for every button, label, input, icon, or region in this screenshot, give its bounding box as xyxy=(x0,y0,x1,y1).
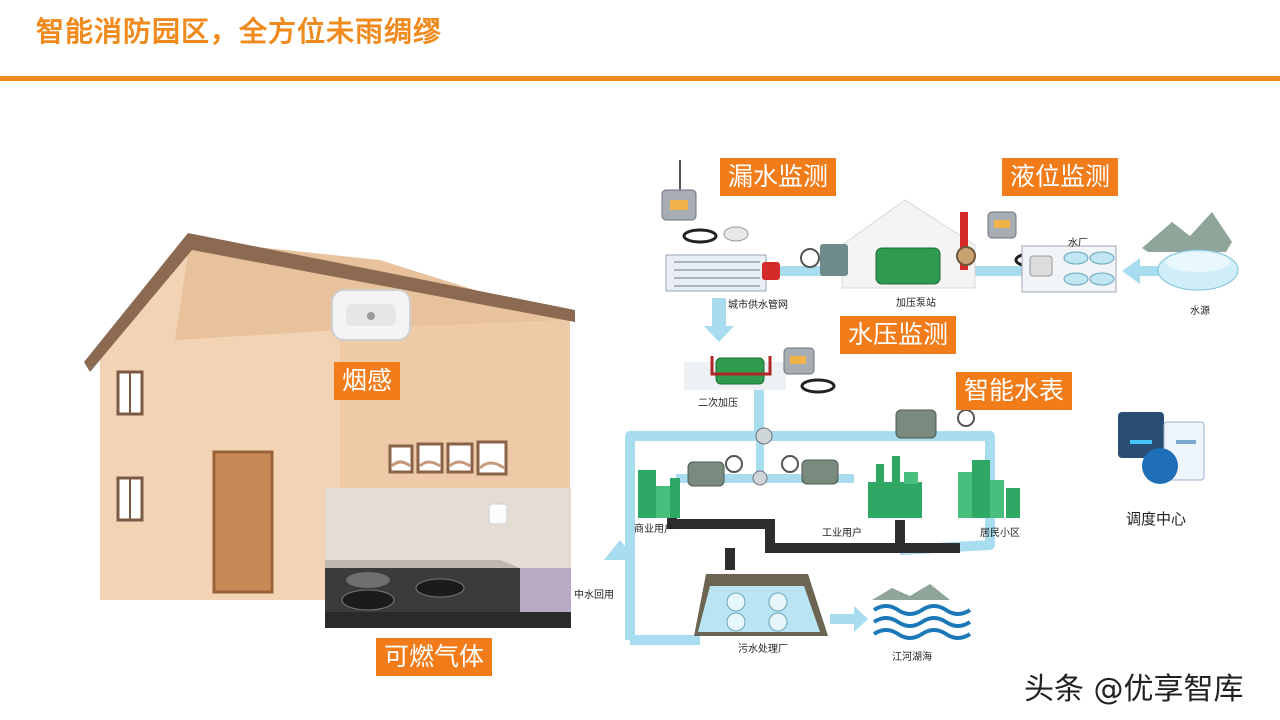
pressure-monitor-label: 水压监测 xyxy=(840,316,957,354)
dispatch-center-label: 调度中心 xyxy=(1126,510,1187,528)
house-illustration xyxy=(84,233,575,628)
sewage-treatment-plant xyxy=(694,574,828,636)
kitchen-photo xyxy=(325,488,571,628)
leak-monitor-label: 漏水监测 xyxy=(720,158,837,196)
secondary-pressure-unit xyxy=(684,347,836,394)
smart-water-meters xyxy=(687,409,975,487)
city-water-network xyxy=(665,254,780,292)
page-title: 智能消防园区，全方位未雨绸缪 xyxy=(36,15,443,48)
water-plant xyxy=(1021,245,1117,293)
rivers-label: 江河湖海 xyxy=(892,652,932,663)
sewage-plant-label: 污水处理厂 xyxy=(738,644,788,655)
reclaimed-water-label: 中水回用 xyxy=(574,590,614,601)
water-source-label: 水源 xyxy=(1190,306,1210,317)
industrial-user-label: 工业用户 xyxy=(822,528,862,539)
pump-station-label: 加压泵站 xyxy=(896,298,936,309)
industrial-buildings xyxy=(868,456,922,518)
watermark-credit: 头条 @优享智库 xyxy=(1024,672,1244,707)
rivers-illustration xyxy=(872,584,972,640)
leak-sensor-device xyxy=(661,160,749,244)
meter-monitor-label: 智能水表 xyxy=(956,372,1073,410)
wall-pictures xyxy=(388,440,508,476)
water-source xyxy=(1142,212,1239,291)
gas-detector-label: 可燃气体 xyxy=(376,638,493,676)
level-monitor-label: 液位监测 xyxy=(1002,158,1119,196)
title-divider xyxy=(0,76,1280,81)
smoke-detector-label: 烟感 xyxy=(334,362,401,400)
smoke-detector-icon xyxy=(331,289,411,341)
residential-label: 居民小区 xyxy=(980,528,1020,539)
secondary-pressure-label: 二次加压 xyxy=(698,398,738,409)
commercial-buildings xyxy=(638,470,680,518)
water-plant-label: 水厂 xyxy=(1068,238,1088,249)
pump-station xyxy=(800,199,976,289)
dispatch-center-icon xyxy=(1118,412,1205,484)
residential-buildings xyxy=(958,460,1020,518)
commercial-user-label: 商业用户 xyxy=(634,524,674,535)
city-pipe-label: 城市供水管网 xyxy=(728,300,788,311)
